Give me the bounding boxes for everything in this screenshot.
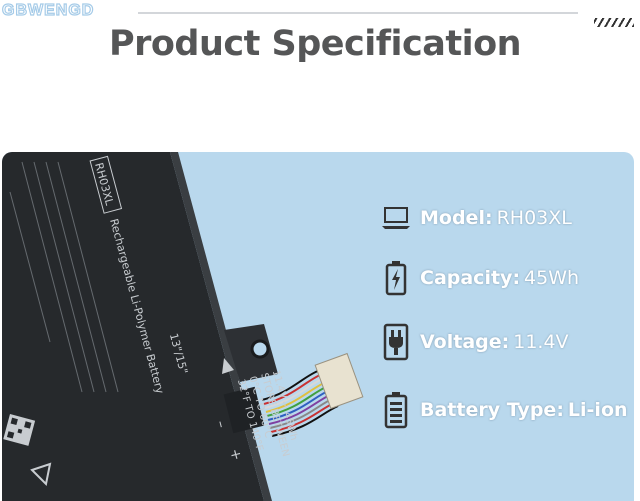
page-title: Product Specification [108,24,522,64]
battery-charge-icon [380,261,412,296]
spec-model: Model : RH03XL [380,202,572,234]
decorative-hatch [594,18,634,27]
polarity-plus: + [226,447,244,462]
connector-block [223,386,265,434]
model-code-box [89,155,123,214]
spec-battery-type-key: Battery Type [420,399,557,421]
battery-icon [380,392,412,429]
battery-tab [224,324,278,382]
battery-photo: RH03XL Rechargeable Li-Polymer Battery 1… [2,152,364,501]
spec-voltage-value: 11.4V [513,331,569,353]
plug-icon [380,323,412,361]
spec-battery-type: Battery Type : Li-ion [380,392,628,429]
laptop-icon [380,202,412,234]
cable-plug [314,352,364,410]
spec-battery-type-value: Li-ion [567,399,628,421]
polarity-minus: – [212,419,229,430]
spec-capacity-key: Capacity [420,267,513,289]
spec-capacity-sep: : [512,267,521,289]
arrow-mark [222,358,234,374]
spec-battery-type-sep: : [556,399,564,421]
brand-logo: GBWENGD [1,1,95,19]
spec-capacity-value: 45Wh [524,267,580,289]
cert-mark [30,462,52,487]
qr-code [3,414,36,446]
spec-model-key: Model [420,207,485,229]
spec-voltage: Voltage : 11.4V [380,323,569,361]
tab-hole [250,339,270,359]
spec-voltage-sep: : [501,331,510,353]
product-panel: RH03XL Rechargeable Li-Polymer Battery 1… [2,152,634,501]
spec-model-sep: : [484,207,493,229]
spec-voltage-key: Voltage [420,331,502,353]
spec-capacity: Capacity : 45Wh [380,261,580,296]
header-divider [138,12,578,14]
spec-model-value: RH03XL [496,207,572,229]
battery-body [2,152,264,501]
fine-print [9,161,119,393]
